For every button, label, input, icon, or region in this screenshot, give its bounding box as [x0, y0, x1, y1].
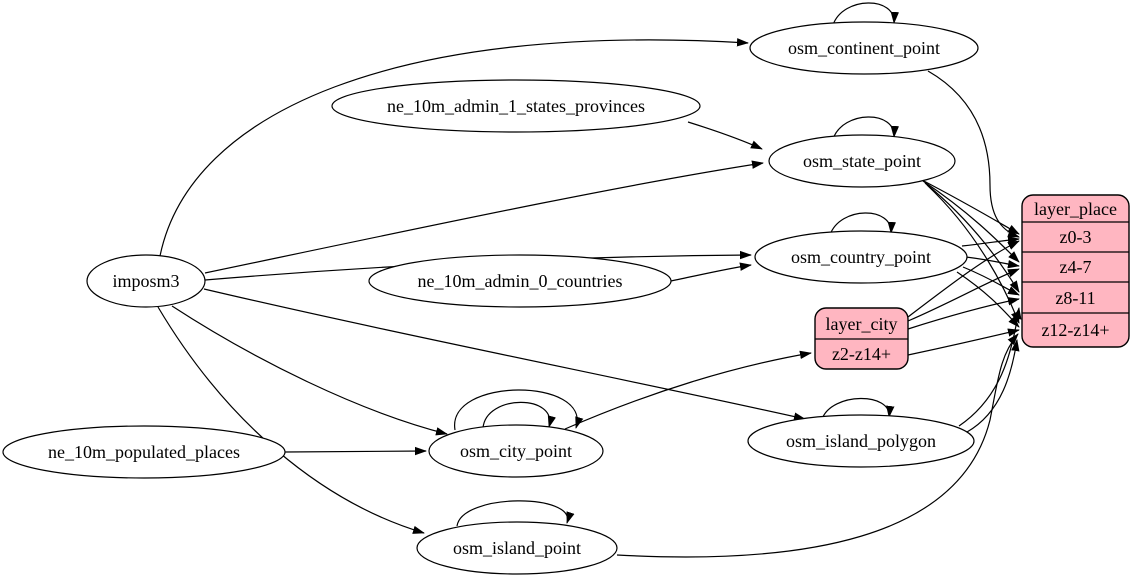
osm-island-polygon-label: osm_island_polygon [786, 431, 936, 451]
edge-islandpoint-z12 [616, 333, 1019, 558]
osm-state-point-shape [768, 134, 956, 188]
node-osm_island_polygon: osm_island_polygon [747, 414, 975, 468]
osm-continent-point-shape [749, 21, 979, 75]
layer-city-row-z2-z14: z2-z14+ [832, 344, 891, 364]
layer-place-title: layer_place [1034, 199, 1117, 219]
node-ne_10m_populated_places: ne_10m_populated_places [2, 425, 286, 479]
edge-imposm3-island-point [157, 306, 425, 534]
node-ne_10m_admin_0_countries: ne_10m_admin_0_countries [368, 254, 672, 308]
imposm3-label: imposm3 [112, 271, 179, 291]
osm-island-polygon-shape [747, 414, 975, 468]
edge-state-z0-3 [919, 178, 1020, 235]
node-ne_10m_admin_1_states_provinces: ne_10m_admin_1_states_provinces [331, 79, 701, 133]
edge-imposm3-city [171, 305, 448, 436]
edge-self-osm_island_point [456, 500, 575, 527]
node-osm_island_point: osm_island_point [416, 521, 618, 575]
edge-self-osm_state_point [832, 116, 899, 140]
edge-islandpolygon-z8-11 [958, 307, 1022, 427]
ne-10m-admin-0-shape [368, 254, 672, 308]
ne-10m-populated-places-shape [2, 425, 286, 479]
edge-layercity-z8-11 [907, 297, 1020, 330]
edge-country-z0-3 [961, 235, 1020, 247]
edge-self-osm_island_polygon [821, 397, 895, 420]
edge-layercity-z0-3 [907, 240, 1020, 318]
node-osm_city_point: osm_city_point [428, 424, 604, 478]
edge-imposm3-state [204, 160, 764, 274]
edge-self-osm_continent_point [832, 2, 899, 26]
imposm3-shape [86, 254, 206, 308]
edge-self-inner-osm_city_point [482, 401, 556, 429]
osm-state-point-label: osm_state_point [803, 151, 921, 171]
edge-state-z4-7 [922, 180, 1020, 263]
layer-place-shape [1021, 194, 1130, 348]
edge-city-layercity [564, 350, 812, 430]
edge-nepop-city [284, 446, 427, 456]
layer-place-row-z0-3: z0-3 [1060, 227, 1092, 247]
node-osm_state_point: osm_state_point [768, 134, 956, 188]
edge-islandpolygon-z12 [966, 339, 1020, 433]
edge-layercity-z12 [907, 328, 1020, 356]
edge-imposm3-continent [159, 38, 749, 257]
ne-10m-populated-places-label: ne_10m_populated_places [48, 442, 240, 462]
edge-country-z8-11 [962, 266, 1020, 296]
osm-country-point-label: osm_country_point [791, 247, 931, 267]
ne-10m-admin-1-label: ne_10m_admin_1_states_provinces [387, 96, 645, 116]
layer-place-row-z8-11: z8-11 [1055, 288, 1095, 308]
edge-self-osm_country_point [829, 212, 896, 236]
edge-continent-z0-3 [927, 70, 1020, 238]
layer-place-row-z4-7: z4-7 [1060, 257, 1092, 277]
edge-ne0-country [670, 262, 752, 282]
edge-self-outer-osm_city_point [454, 389, 584, 431]
layer-city-title: layer_city [826, 314, 898, 334]
ne-10m-admin-1-shape [331, 79, 701, 133]
node-osm_country_point: osm_country_point [754, 230, 968, 284]
osm-city-point-label: osm_city_point [460, 441, 572, 461]
osm-continent-point-label: osm_continent_point [788, 38, 940, 58]
osm-island-point-shape [416, 521, 618, 575]
node-layer_place: layer_place z0-3 z4-7 z8-11 z12-z14+ [1021, 194, 1130, 348]
node-imposm3: imposm3 [86, 254, 206, 308]
osm-island-point-label: osm_island_point [453, 538, 581, 558]
node-osm_continent_point: osm_continent_point [749, 21, 979, 75]
edge-country-z4-7 [965, 256, 1020, 269]
osm-country-point-shape [754, 230, 968, 284]
edge-country-z12 [956, 271, 1020, 328]
edge-imposm3-island-polygon [203, 288, 806, 421]
osm-city-point-shape [428, 424, 604, 478]
ne-10m-admin-0-label: ne_10m_admin_0_countries [418, 271, 623, 291]
edge-ne1-state [687, 121, 763, 150]
layer-place-row-z12-z14: z12-z14+ [1041, 320, 1109, 340]
node-layer_city: layer_city z2-z14+ [814, 307, 909, 370]
edge-layercity-z4-7 [907, 268, 1020, 322]
